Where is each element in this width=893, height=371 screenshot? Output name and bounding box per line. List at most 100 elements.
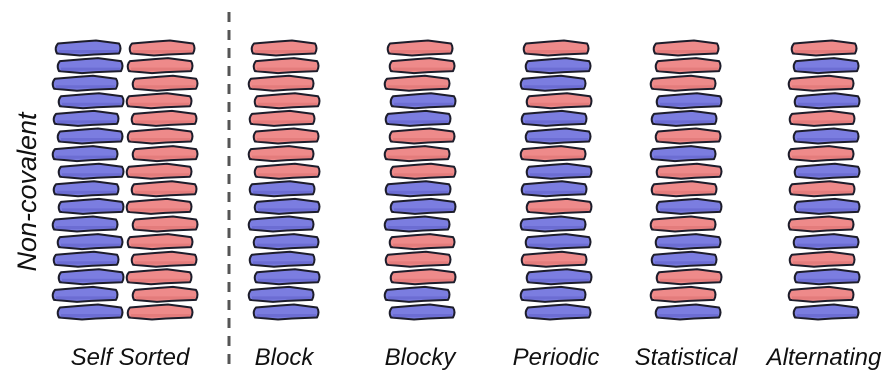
blue-disc <box>56 41 121 56</box>
side-label-non-covalent: Non-covalent <box>12 111 42 272</box>
red-disc <box>651 287 716 302</box>
blue-disc <box>58 129 123 144</box>
red-disc <box>790 252 855 267</box>
blue-disc <box>522 181 587 196</box>
red-disc <box>133 146 198 161</box>
red-disc <box>128 234 193 249</box>
red-disc <box>255 164 320 179</box>
red-disc <box>249 146 314 161</box>
label-block: Block <box>255 344 316 371</box>
red-disc <box>386 252 451 267</box>
blue-disc <box>522 111 587 126</box>
red-disc <box>391 164 456 179</box>
blue-disc <box>657 199 722 214</box>
blue-disc <box>521 287 586 302</box>
blue-disc <box>391 199 456 214</box>
red-disc <box>792 41 857 56</box>
disc-stacks <box>53 41 860 320</box>
blue-disc <box>526 58 591 73</box>
red-disc <box>254 58 319 73</box>
blue-disc <box>656 234 721 249</box>
red-disc <box>128 129 193 144</box>
red-disc <box>388 41 453 56</box>
blue-disc <box>794 58 859 73</box>
red-disc <box>527 199 592 214</box>
blue-disc <box>59 164 124 179</box>
blue-disc <box>795 164 860 179</box>
red-disc <box>521 146 586 161</box>
blue-disc <box>385 287 450 302</box>
blue-disc <box>386 111 451 126</box>
red-disc <box>249 76 314 91</box>
blue-disc <box>250 252 315 267</box>
blue-disc <box>526 129 591 144</box>
red-disc <box>133 76 198 91</box>
blue-disc <box>250 181 315 196</box>
blue-disc <box>54 252 119 267</box>
red-disc <box>789 217 854 232</box>
blue-disc <box>526 234 591 249</box>
red-disc <box>390 129 455 144</box>
red-disc <box>390 58 455 73</box>
red-disc <box>133 217 198 232</box>
blue-disc <box>254 305 319 320</box>
blue-disc <box>53 287 118 302</box>
red-disc <box>527 93 592 108</box>
blue-disc <box>521 217 586 232</box>
blue-disc <box>59 269 124 284</box>
red-disc <box>522 252 587 267</box>
red-disc <box>654 41 719 56</box>
blue-disc <box>54 111 119 126</box>
label-blocky: Blocky <box>385 344 458 371</box>
blue-disc <box>794 305 859 320</box>
blue-disc <box>795 93 860 108</box>
red-disc <box>789 76 854 91</box>
blue-disc <box>652 111 717 126</box>
red-disc <box>391 269 456 284</box>
blue-disc <box>249 217 314 232</box>
red-disc <box>132 181 197 196</box>
blue-disc <box>54 181 119 196</box>
blue-disc <box>59 93 124 108</box>
blue-disc <box>795 269 860 284</box>
red-disc <box>255 93 320 108</box>
blue-disc <box>657 93 722 108</box>
red-disc <box>390 234 455 249</box>
blue-disc <box>249 287 314 302</box>
red-disc <box>250 111 315 126</box>
red-disc <box>127 269 192 284</box>
red-disc <box>656 129 721 144</box>
red-disc <box>651 217 716 232</box>
red-disc <box>133 287 198 302</box>
blue-disc <box>521 76 586 91</box>
blue-disc <box>58 305 123 320</box>
blue-disc <box>794 234 859 249</box>
red-disc <box>651 76 716 91</box>
red-disc <box>254 129 319 144</box>
blue-disc <box>53 146 118 161</box>
blue-disc <box>53 76 118 91</box>
red-disc <box>127 199 192 214</box>
blue-disc <box>794 129 859 144</box>
red-disc <box>657 269 722 284</box>
blue-disc <box>59 199 124 214</box>
blue-disc <box>527 164 592 179</box>
label-self-sorted: Self Sorted <box>71 344 190 371</box>
blue-disc <box>58 58 123 73</box>
red-disc <box>656 58 721 73</box>
blue-disc <box>656 305 721 320</box>
red-disc <box>652 181 717 196</box>
blue-disc <box>527 269 592 284</box>
blue-disc <box>526 305 591 320</box>
red-disc <box>132 252 197 267</box>
label-statistical: Statistical <box>635 344 738 371</box>
blue-disc <box>53 217 118 232</box>
red-disc <box>385 76 450 91</box>
red-disc <box>385 146 450 161</box>
blue-disc <box>795 199 860 214</box>
blue-disc <box>58 234 123 249</box>
red-disc <box>789 146 854 161</box>
blue-disc <box>386 181 451 196</box>
red-disc <box>524 41 589 56</box>
